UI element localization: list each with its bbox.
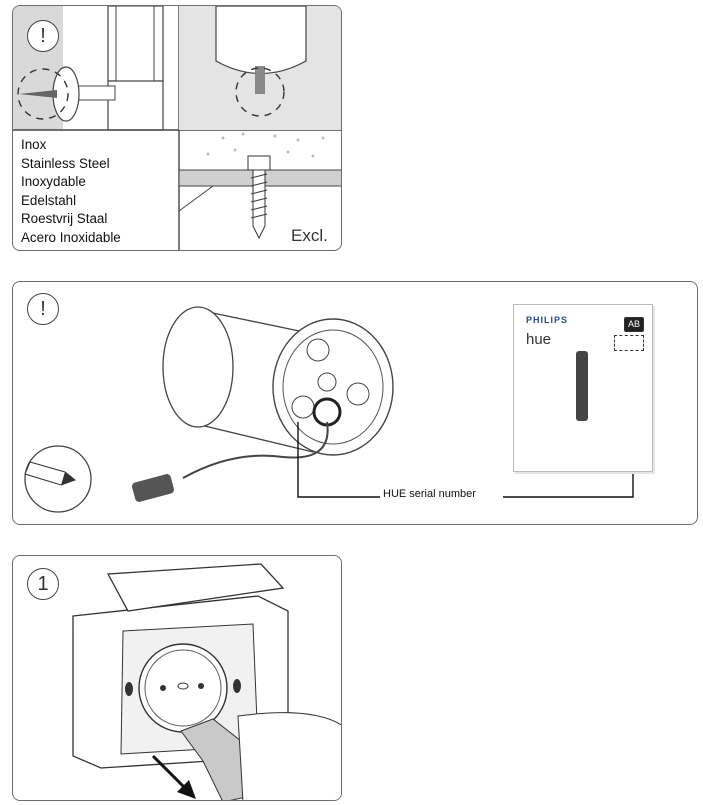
material-item: Roestvrij Staal [21, 211, 108, 227]
manual-booklet: PHILIPS hue AB [513, 304, 653, 472]
material-list: Inox Stainless Steel Inoxydable Edelstah… [21, 136, 121, 248]
panel-stainless-screws: ! Inox Stainless Steel Inoxydable Edelst… [12, 5, 342, 251]
material-item: Inoxydable [21, 174, 86, 190]
warning-icon: ! [27, 20, 59, 52]
bollard-image [576, 351, 588, 421]
product-name: hue [526, 331, 552, 348]
material-item: Edelstahl [21, 192, 77, 208]
step-number-badge: 1 [27, 568, 59, 600]
warning-icon: ! [27, 293, 59, 325]
panel-unplug: 1 [12, 555, 342, 801]
brand-logo: PHILIPS [526, 315, 569, 325]
serial-badge: AB [624, 317, 644, 332]
screw-illustration [13, 6, 341, 250]
hue-serial-label: HUE serial number [380, 488, 479, 500]
serial-box [614, 335, 644, 351]
panel-serial-number: ! [12, 281, 698, 525]
lamp-illustration [24, 306, 639, 513]
material-item: Stainless Steel [21, 155, 110, 171]
socket-illustration [72, 563, 341, 800]
material-item: Acero Inoxidable [21, 229, 121, 245]
excl-label: Excl. [291, 226, 328, 245]
material-item: Inox [21, 137, 47, 152]
